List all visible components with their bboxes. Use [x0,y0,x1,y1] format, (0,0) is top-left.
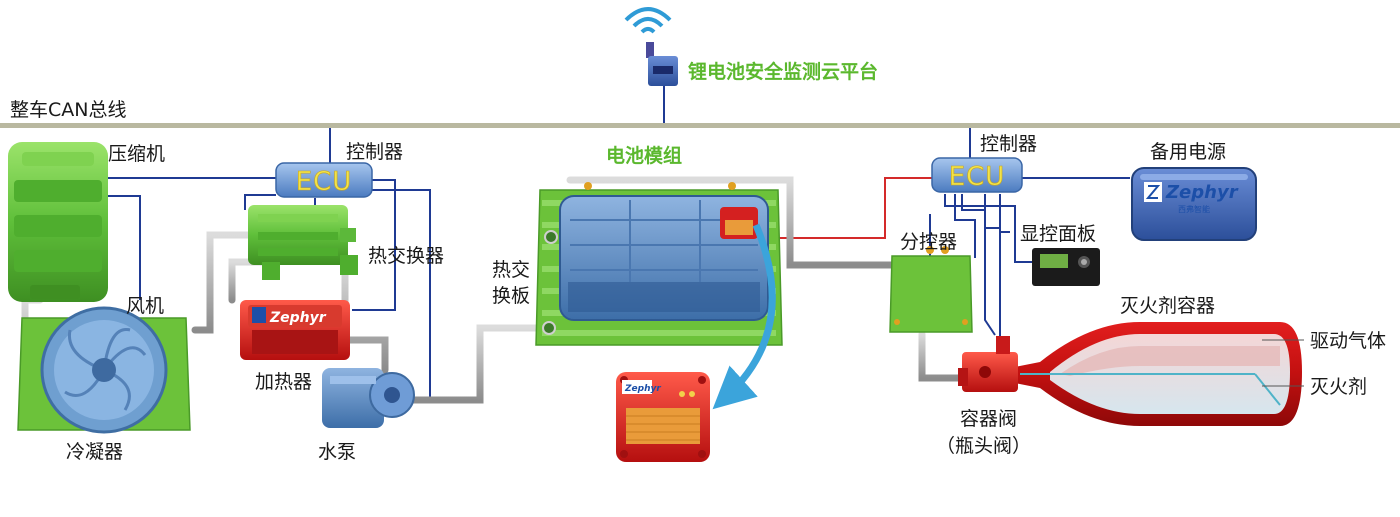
water-pump-label: 水泵 [318,441,356,463]
svg-text:Zephyr: Zephyr [624,384,661,394]
sub-controller [889,246,973,333]
container-valve-label-2: （瓶头阀） [936,435,1031,457]
zephyr-logo: Zephyr 西弗智能 [1144,182,1239,214]
detector-small [720,207,758,239]
svg-text:Zephyr: Zephyr [269,310,327,326]
display-panel-label: 显控面板 [1020,223,1096,245]
svg-text:Zephyr: Zephyr [1165,182,1239,203]
extinguisher-container-label: 灭火剂容器 [1120,295,1215,317]
can-bus-line [0,123,1400,128]
fan-label: 风机 [126,295,164,317]
backup-power-label: 备用电源 [1150,141,1226,163]
fan [40,306,168,434]
controller-left-label: 控制器 [346,141,403,163]
monitoring-device-icon [646,42,678,123]
cloud-platform-label: 锂电池安全监测云平台 [688,60,878,83]
heat-plate-label-2: 换板 [492,285,530,307]
battery-module-label: 电池模组 [606,144,682,167]
heater-label: 加热器 [255,371,312,393]
water-pump [322,368,415,428]
ecu-left-text: ECU [296,167,353,197]
can-bus-label: 整车CAN总线 [10,99,126,121]
wifi-icon [624,7,672,34]
sub-controller-label: 分控器 [900,231,957,253]
heat-exchanger [248,205,358,280]
heat-exchanger-label: 热交换器 [368,245,444,267]
compressor-label: 压缩机 [108,143,165,165]
extinguishing-agent-label: 灭火剂 [1310,376,1367,398]
heater: Zephyr [240,300,350,360]
battery-pack [542,182,769,335]
zephyr-logo-heater: Zephyr [252,307,327,326]
condenser-label: 冷凝器 [66,441,123,463]
drive-gas-label: 驱动气体 [1310,330,1386,352]
display-panel [1032,248,1100,286]
svg-text:西弗智能: 西弗智能 [1178,204,1210,214]
extinguisher-container [1000,322,1302,426]
container-valve-label-1: 容器阀 [960,408,1017,430]
ecu-right: ECU [931,157,1023,193]
ecu-right-text: ECU [949,162,1006,192]
heat-plate-label-1: 热交 [492,259,530,281]
controller-right-label: 控制器 [980,133,1037,155]
zoom-arrow [712,223,776,410]
backup-power: Zephyr 西弗智能 [1131,167,1257,241]
compressor [8,142,108,302]
detector-large: Zephyr [616,372,710,462]
ecu-left: ECU [275,162,373,198]
container-valve [958,336,1018,392]
